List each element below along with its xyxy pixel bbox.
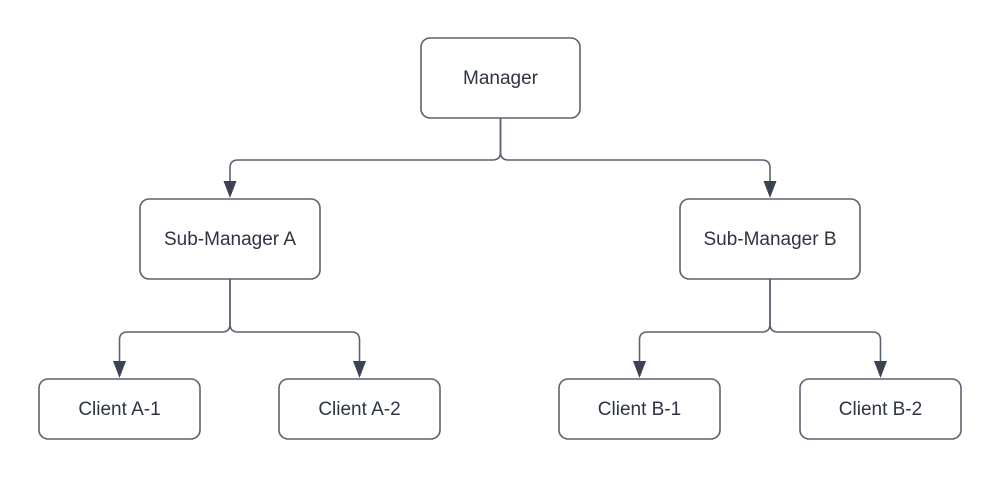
edge-manager-to-sub-b — [499, 118, 771, 181]
edge-manager-to-sub-b-arrowhead-icon — [763, 181, 777, 198]
node-client-b-1[interactable]: Client B-1 — [558, 378, 721, 440]
node-box-client-b-1[interactable] — [558, 378, 721, 440]
edge-sub-b-to-client-b-1 — [638, 279, 771, 361]
node-box-sub-manager-b[interactable] — [679, 198, 861, 280]
node-label-client-a-2: Client A-2 — [318, 399, 400, 420]
edge-sub-a-to-client-a-2-arrowhead-icon — [353, 361, 366, 378]
node-box-client-a-1[interactable] — [38, 378, 201, 440]
node-label-sub-manager-b: Sub-Manager B — [703, 229, 836, 250]
edge-sub-a-to-client-a-2 — [229, 279, 361, 361]
node-sub-manager-a[interactable]: Sub-Manager A — [139, 198, 321, 280]
connector-layer — [113, 118, 887, 378]
node-client-a-1[interactable]: Client A-1 — [38, 378, 201, 440]
node-label-client-b-1: Client B-1 — [598, 399, 681, 420]
edge-manager-to-sub-a-arrowhead-icon — [223, 181, 237, 198]
edge-sub-b-to-client-b-2-arrowhead-icon — [874, 361, 887, 378]
edge-sub-a-to-client-a-1-arrowhead-icon — [113, 361, 126, 378]
edge-sub-a-to-client-a-1 — [118, 279, 231, 361]
node-box-client-b-2[interactable] — [799, 378, 962, 440]
node-box-client-a-2[interactable] — [278, 378, 441, 440]
node-box-sub-manager-a[interactable] — [139, 198, 321, 280]
node-label-manager: Manager — [463, 68, 539, 89]
edge-sub-b-to-client-b-1-arrowhead-icon — [633, 361, 646, 378]
node-label-client-a-1: Client A-1 — [78, 399, 160, 420]
edge-manager-to-sub-a — [229, 118, 502, 181]
edge-sub-b-to-client-b-2 — [769, 279, 882, 361]
node-box-manager[interactable] — [420, 37, 581, 119]
node-label-client-b-2: Client B-2 — [839, 399, 922, 420]
node-label-sub-manager-a: Sub-Manager A — [164, 229, 296, 250]
node-client-b-2[interactable]: Client B-2 — [799, 378, 962, 440]
node-sub-manager-b[interactable]: Sub-Manager B — [679, 198, 861, 280]
node-manager[interactable]: Manager — [420, 37, 581, 119]
node-client-a-2[interactable]: Client A-2 — [278, 378, 441, 440]
